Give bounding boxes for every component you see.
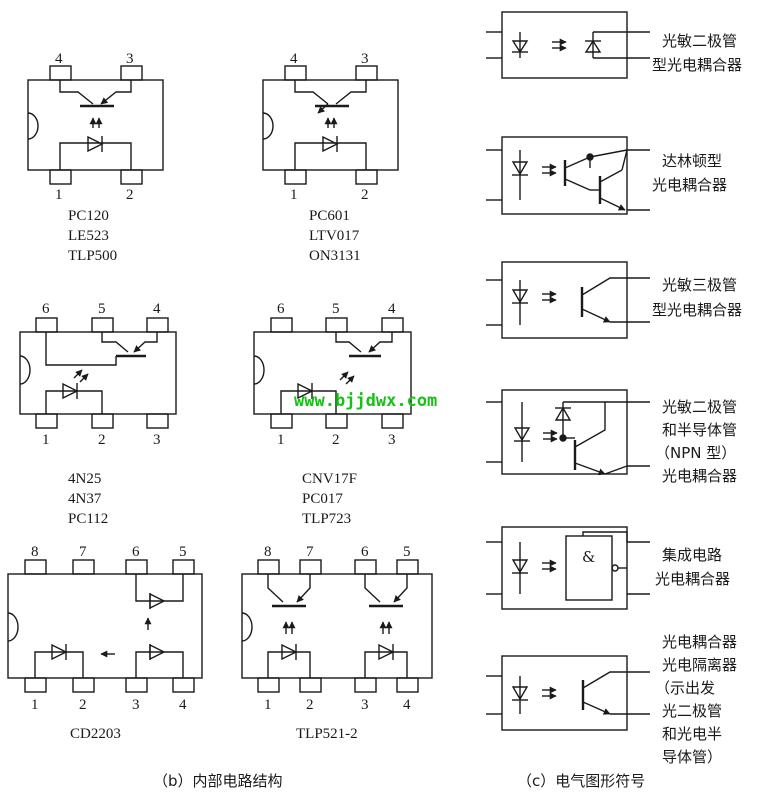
desc-line: 光电耦合器 xyxy=(655,570,730,588)
model-label: TLP723 xyxy=(302,511,351,527)
pin-label: 4 xyxy=(179,697,187,713)
symbol-darlington xyxy=(486,136,650,215)
model-label: 4N37 xyxy=(68,491,102,507)
pin-label: 6 xyxy=(42,301,50,317)
caption-c: （c）电气图形符号 xyxy=(517,772,645,790)
package-tlp521-2 xyxy=(241,559,433,693)
pin-label: 7 xyxy=(79,544,87,560)
model-label: 4N25 xyxy=(68,471,101,487)
model-label: TLP521-2 xyxy=(296,726,358,742)
pin-label: 4 xyxy=(153,301,161,317)
desc-line: 型光电耦合器 xyxy=(652,56,742,74)
caption-b: （b）内部电路结构 xyxy=(153,772,283,790)
model-label: CNV17F xyxy=(302,471,357,487)
desc-line: 集成电路 xyxy=(662,546,722,564)
desc-line: 和光电半 xyxy=(662,725,722,743)
pin-label: 3 xyxy=(361,697,369,713)
model-label: ON3131 xyxy=(309,248,361,264)
pin-label: 3 xyxy=(132,697,140,713)
package-cnv17f xyxy=(253,317,412,429)
pin-label: 2 xyxy=(126,187,134,203)
symbol-photodiode-npn xyxy=(486,389,650,476)
model-label: PC120 xyxy=(68,208,109,224)
pin-label: 4 xyxy=(290,51,298,67)
symbol-descriptions: 光敏二极管 型光电耦合器 达林顿型 光电耦合器 光敏三极管 型光电耦合器 光敏二… xyxy=(582,32,742,766)
pin-label: 7 xyxy=(306,544,314,560)
pin-label: 5 xyxy=(403,544,411,560)
pin-label: 4 xyxy=(403,697,411,713)
package-4n25 xyxy=(19,317,177,429)
pin-label: 5 xyxy=(98,301,106,317)
watermark: www.bjjdwx.com xyxy=(294,391,437,411)
pin-label: 2 xyxy=(98,432,106,448)
desc-line: 光电耦合器 xyxy=(652,176,727,194)
pin-label: 1 xyxy=(277,432,285,448)
pin-label: 1 xyxy=(31,697,39,713)
pin-label: 2 xyxy=(361,187,369,203)
pin-label: 1 xyxy=(55,187,63,203)
model-label: LTV017 xyxy=(309,228,360,244)
pin-label: 8 xyxy=(264,544,272,560)
symbol-generic xyxy=(486,655,650,731)
pin-label: 1 xyxy=(290,187,298,203)
pin-label: 5 xyxy=(179,544,187,560)
pin-label: 3 xyxy=(126,51,134,67)
desc-line: 光敏三极管 xyxy=(662,276,737,294)
model-label: PC017 xyxy=(302,491,343,507)
model-label: TLP500 xyxy=(68,248,117,264)
pin-label: 2 xyxy=(332,432,340,448)
desc-line: 导体管） xyxy=(662,748,722,766)
symbol-phototransistor xyxy=(486,261,650,339)
pin-label: 8 xyxy=(31,544,39,560)
pin-label: 6 xyxy=(361,544,369,560)
symbol-ic xyxy=(486,526,650,610)
desc-line: 型光电耦合器 xyxy=(652,301,742,319)
symbol-photodiode xyxy=(486,11,650,79)
model-labels: PC120 LE523 TLP500 PC601 LTV017 ON3131 4… xyxy=(68,208,361,742)
pin-label: 4 xyxy=(388,301,396,317)
pin-label: 1 xyxy=(42,432,50,448)
pin-label: 5 xyxy=(332,301,340,317)
desc-line: 光敏二极管 xyxy=(662,32,737,50)
pin-label: 1 xyxy=(264,697,272,713)
pin-label: 3 xyxy=(388,432,396,448)
pin-label: 2 xyxy=(79,697,87,713)
desc-line: 光敏二极管 xyxy=(662,398,737,416)
pin-label: 6 xyxy=(277,301,285,317)
pin-label: 4 xyxy=(55,51,63,67)
package-cd2203 xyxy=(7,559,203,693)
desc-line: 光二极管 xyxy=(662,702,722,720)
desc-line: 光电耦合器 xyxy=(662,633,737,651)
desc-line: （NPN 型） xyxy=(655,444,736,462)
desc-line: 光电耦合器 xyxy=(662,467,737,485)
pin-labels: 4 3 1 2 4 3 1 2 6 5 4 1 2 3 6 5 4 1 2 3 … xyxy=(31,51,411,713)
pin-label: 3 xyxy=(361,51,369,67)
pin-label: 6 xyxy=(132,544,140,560)
model-label: CD2203 xyxy=(70,726,121,742)
package-pc601 xyxy=(262,65,399,185)
pin-label: 3 xyxy=(153,432,161,448)
desc-line: 和半导体管 xyxy=(662,421,737,439)
model-label: PC112 xyxy=(68,511,108,527)
desc-line: 达林顿型 xyxy=(662,152,722,170)
desc-line: （示出发 xyxy=(655,679,715,697)
package-pc120 xyxy=(27,65,164,185)
pin-label: 2 xyxy=(306,697,314,713)
model-label: PC601 xyxy=(309,208,350,224)
and-gate-label: & xyxy=(582,548,595,566)
model-label: LE523 xyxy=(68,228,109,244)
desc-line: 光电隔离器 xyxy=(662,656,737,674)
